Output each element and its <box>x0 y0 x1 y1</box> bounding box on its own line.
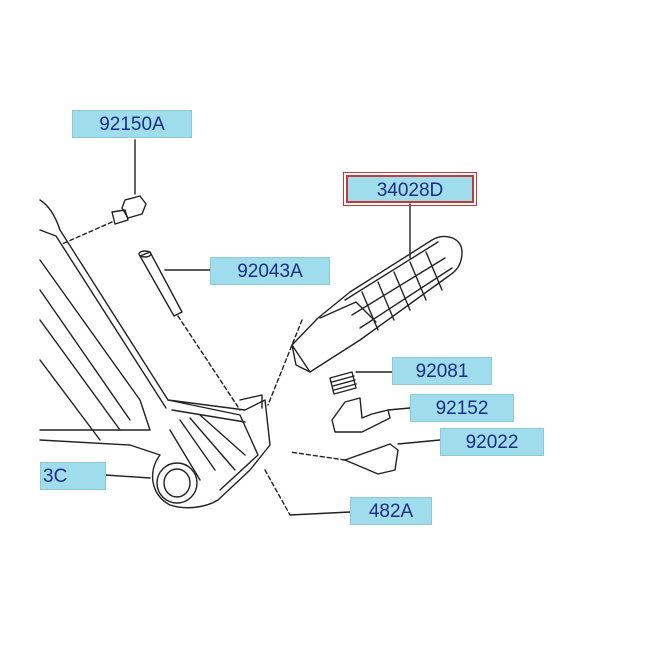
part-label-482A: 482A <box>350 497 432 525</box>
pin-92043A <box>138 250 241 411</box>
bracket-92152 <box>331 397 411 433</box>
part-label-92081: 92081 <box>392 357 492 385</box>
cotter-482A <box>264 469 351 516</box>
leader-3C <box>104 474 151 479</box>
part-label-34028D: 34028D <box>343 172 477 206</box>
part-label-3C: 3C <box>40 462 106 490</box>
frame-bracket <box>39 199 271 509</box>
part-label-92150A: 92150A <box>72 110 192 138</box>
part-label-92043A: 92043A <box>210 257 330 285</box>
part-label-92022: 92022 <box>440 428 544 456</box>
footpeg-34028D <box>267 203 463 406</box>
clip-92022 <box>289 439 441 475</box>
spring-92081 <box>329 371 393 395</box>
bolt-92150A <box>61 139 147 245</box>
part-label-92152: 92152 <box>410 394 514 422</box>
